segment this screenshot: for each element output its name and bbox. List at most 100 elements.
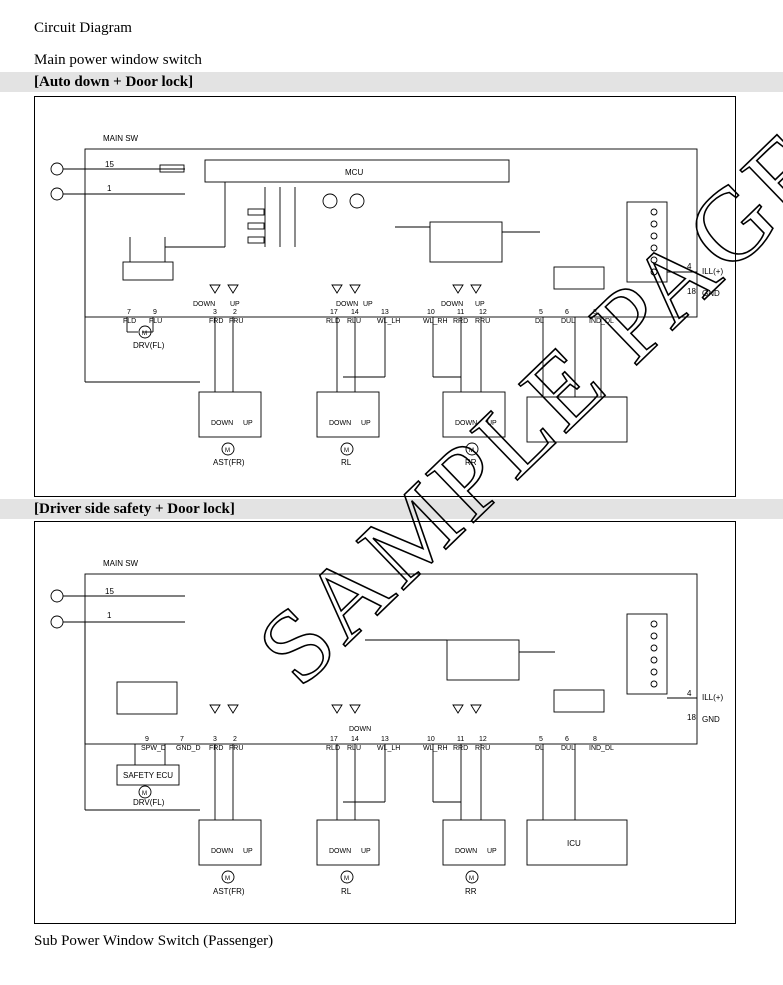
rr-sub-down-label-2: DOWN [455,848,477,855]
connector-1 [50,187,64,201]
rr-up-label: UP [475,301,485,308]
rl-down-label-2: DOWN [349,726,371,733]
rr-motor-2 [465,870,479,884]
pin-label: FRU [229,318,243,325]
gnd-label-2: GND [702,715,720,724]
connector-15-2 [50,589,64,603]
pin-number: 3 [213,309,217,316]
pin-number: 12 [479,736,487,743]
diagram-1-svg: MAIN SW 15 1 MCU DOWN UP DOWN UP DOWN UP… [50,134,723,467]
main-sw-label: MAIN SW [103,134,139,143]
page-subheading: Main power window switch [34,52,202,68]
safety-ecu-label: SAFETY ECU [123,771,173,780]
connector-15 [50,162,64,176]
pin-number: 17 [330,309,338,316]
rl-label-2: RL [341,887,352,896]
indicator-stack [626,201,668,283]
pin-label: RLD [326,318,340,325]
pin-label: GND_D [176,745,201,752]
rr-label: RR [465,458,477,467]
sub-switch-fr-2 [198,819,262,866]
connector-1-2 [50,615,64,629]
pin-number: 14 [351,736,359,743]
pin-label: SPW_D [141,745,166,752]
pin-18: 18 [687,287,696,296]
drv-label-2: DRV(FL) [133,798,165,807]
pin-number: 17 [330,736,338,743]
pin-number: 10 [427,309,435,316]
safety-ecu-block [116,764,180,786]
pin-4-2: 4 [687,689,692,698]
page-heading: Circuit Diagram [34,20,132,36]
rl-label: RL [341,458,352,467]
rl-sub-up-label-2: UP [361,848,371,855]
ast-down-label-2: DOWN [211,848,233,855]
rr-sub-up-label-2: UP [487,848,497,855]
pin-number: 11 [457,736,464,743]
mcu-block [204,159,510,183]
ast-down-label: DOWN [211,420,233,427]
pin-number: 6 [565,736,569,743]
pin-number: 13 [381,309,389,316]
drv-label: DRV(FL) [133,341,165,350]
ast-motor-2 [221,870,235,884]
drv-motor-glyph-2: M [142,791,147,797]
rl-motor-glyph: M [344,448,349,454]
footer-caption: Sub Power Window Switch (Passenger) [34,933,274,949]
rr-motor [465,442,479,456]
sub-switch-rr-2 [442,819,506,866]
pin-number: 12 [479,309,487,316]
pin-label: RRU [475,318,490,325]
pin-number: 10 [427,736,435,743]
drv-motor [138,325,152,339]
pin-label: FLD [123,318,136,325]
section-title-auto-down: [Auto down + Door lock] [0,72,783,92]
pin-label: WL_RH [423,318,448,325]
pin-label: DL [535,745,544,752]
ast-label: AST(FR) [213,458,245,467]
pin-label: DUL [561,745,575,752]
rr-sub-up-label: UP [487,420,497,427]
rr-label-2: RR [465,887,477,896]
sub-switch-rr [442,391,506,438]
pin-label: FRU [229,745,243,752]
pin-label: FLU [149,318,162,325]
pin-15-2: 15 [105,587,114,596]
pin-label: RRU [475,745,490,752]
rl-up-label: UP [363,301,373,308]
relay-block [429,221,503,263]
pin-15: 15 [105,160,114,169]
pin-number: 5 [539,736,543,743]
pin-label: WL_LH [377,318,400,325]
pin-label: DUL [561,318,575,325]
pin-number: 2 [233,309,237,316]
icu-block [526,819,628,866]
drv-motor-2 [138,785,152,799]
pin-label: FRD [209,745,223,752]
pin-label: RLU [347,745,361,752]
pin-row: 7FLD9FLU3FRD2FRU17RLD14RLU13WL_LH10WL_RH… [123,309,614,325]
pin-18-2: 18 [687,713,696,722]
main-switch-outline [84,148,698,318]
indicator-stack-2 [626,613,668,695]
pin-number: 6 [565,309,569,316]
sub-switch-rl-2 [316,819,380,866]
rl-motor [340,442,354,456]
pin-number: 3 [213,736,217,743]
rl-down-label: DOWN [336,301,358,308]
ast-motor-glyph-2: M [225,876,230,882]
pin-label: IND_DL [589,318,614,325]
pin-number: 13 [381,736,389,743]
pin-number: 9 [145,736,149,743]
pin-number: 8 [593,736,597,743]
section-title-driver-safety: [Driver side safety + Door lock] [0,499,783,519]
rl-motor-2 [340,870,354,884]
main-sw-label-2: MAIN SW [103,559,139,568]
pin-4: 4 [687,262,692,271]
pin-label: WL_RH [423,745,448,752]
rr-motor-glyph: M [469,448,474,454]
pin-number: 9 [153,309,157,316]
ast-motor [221,442,235,456]
pin-number: 7 [180,736,184,743]
